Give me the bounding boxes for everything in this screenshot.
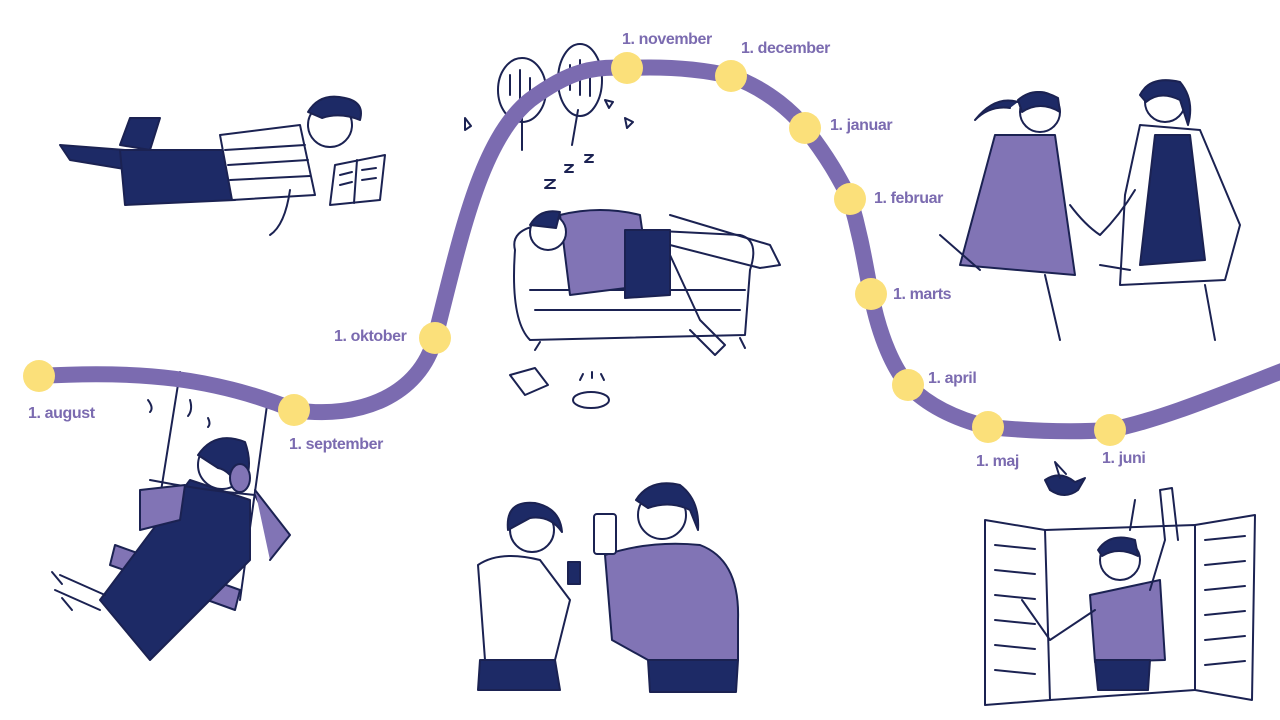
timeline-dot	[419, 322, 451, 354]
month-label: 1. september	[289, 436, 383, 453]
month-label: 1. februar	[874, 190, 943, 207]
person-waving-at-window-icon	[984, 487, 1256, 706]
girl-on-swing-with-headphones-icon	[51, 371, 291, 661]
timeline-dot	[1094, 414, 1126, 446]
timeline-dot	[892, 369, 924, 401]
month-label: 1. juni	[1102, 450, 1146, 467]
timeline-dot	[278, 394, 310, 426]
bird-icon	[1044, 461, 1086, 496]
timeline-dot	[834, 183, 866, 215]
timeline-dot	[23, 360, 55, 392]
timeline-dot	[972, 411, 1004, 443]
month-label: 1. marts	[893, 286, 952, 303]
month-label: 1. april	[928, 370, 977, 387]
person-sleeping-on-sofa-icon	[509, 154, 781, 409]
two-girls-holding-hands-icon	[939, 79, 1241, 341]
timeline-dot	[715, 60, 747, 92]
month-label: 1. maj	[976, 453, 1019, 470]
timeline-dot	[789, 112, 821, 144]
timeline-dot	[855, 278, 887, 310]
couple-looking-at-phones-icon	[477, 482, 740, 693]
month-label: 1. oktober	[334, 328, 407, 345]
month-label: 1. november	[622, 31, 712, 48]
month-label: 1. december	[741, 40, 830, 57]
person-reading-floating-icon	[59, 95, 386, 236]
month-label: 1. januar	[830, 117, 893, 134]
timeline-dot	[611, 52, 643, 84]
month-label: 1. august	[28, 405, 95, 422]
